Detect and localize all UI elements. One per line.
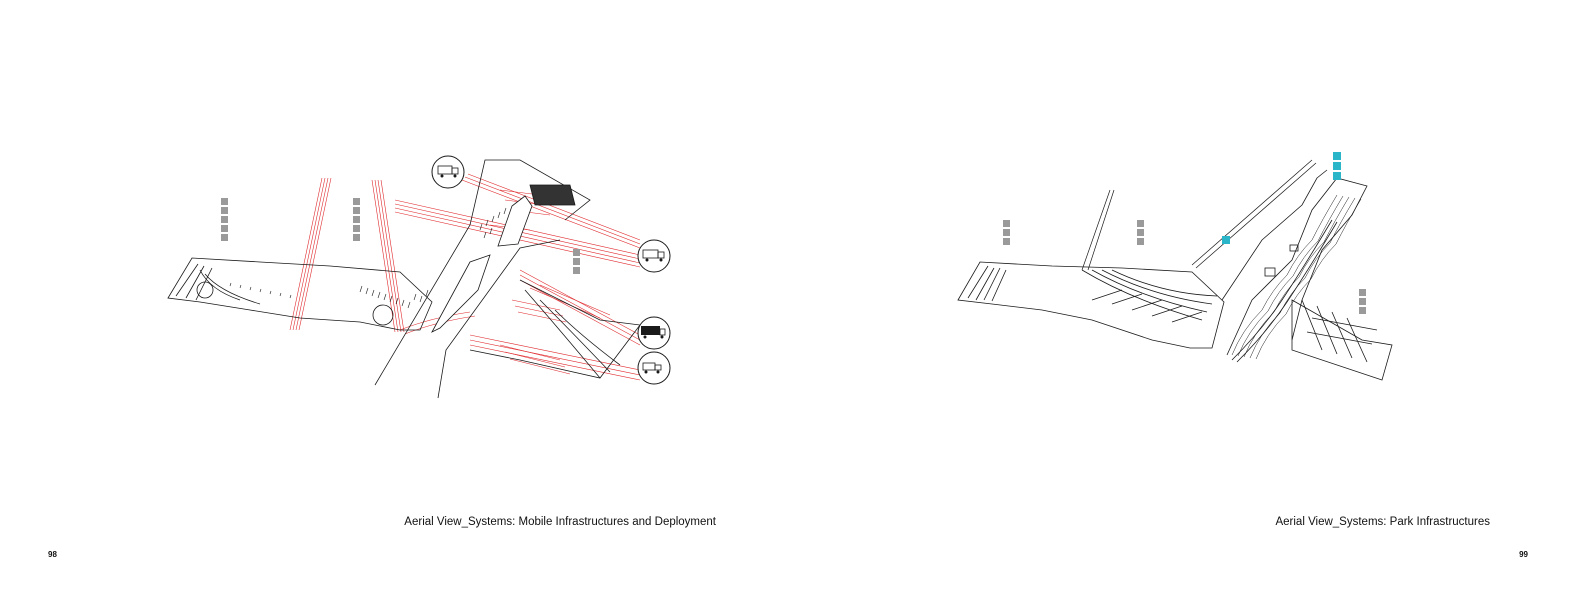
roads (1081, 159, 1317, 271)
page-number-left: 98 (48, 550, 57, 559)
page-right: Aerial View_Systems: Park Infrastructure… (792, 0, 1584, 612)
aerial-drawing-mobile-infrastructures (167, 155, 671, 399)
legend-icon-column-3 (1359, 289, 1366, 314)
truck-icon (431, 155, 465, 189)
van-icon (637, 351, 671, 385)
site-outline (167, 159, 641, 399)
site-texture (229, 207, 507, 309)
legend-icon-column-1 (221, 198, 228, 241)
legend-icon-column-1 (1003, 220, 1010, 245)
site-outline (957, 169, 1393, 381)
figure-caption-left: Aerial View_Systems: Mobile Infrastructu… (404, 516, 716, 528)
aerial-drawing-park-infrastructures (957, 152, 1393, 381)
legend-icon-column-2 (1137, 220, 1144, 245)
container-truck-icon (637, 316, 671, 350)
page-left: Aerial View_Systems: Mobile Infrastructu… (48, 155, 716, 559)
red-infrastructure-lines (289, 173, 641, 381)
park-icon (1222, 152, 1341, 244)
page-number-right: 99 (1519, 550, 1528, 559)
figure-caption-right: Aerial View_Systems: Park Infrastructure… (1275, 516, 1490, 528)
waterfront-contours (1231, 194, 1362, 360)
legend-icon-column-2 (353, 198, 360, 241)
legend-icon-column-3 (573, 249, 580, 274)
truck-icon (637, 239, 671, 273)
ships (431, 195, 533, 333)
